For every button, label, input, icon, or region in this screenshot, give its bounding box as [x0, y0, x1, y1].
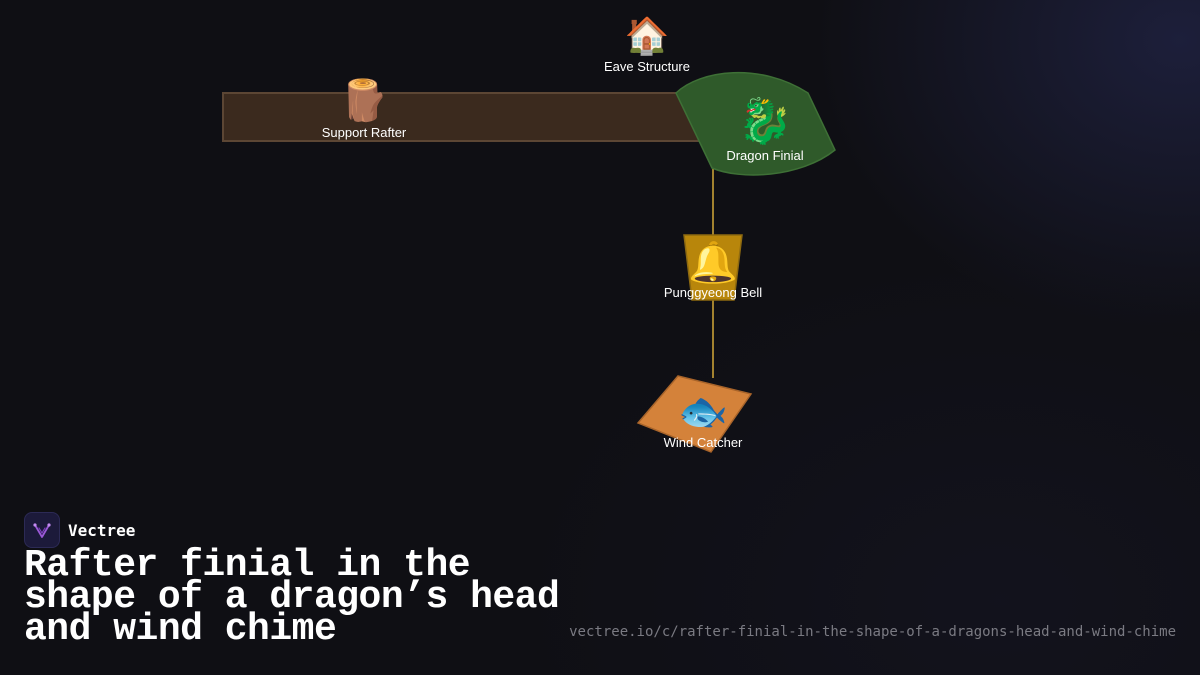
brand[interactable]: Vectree: [24, 512, 135, 548]
node-label-support-rafter: Support Rafter: [322, 125, 407, 140]
node-dragon-finial[interactable]: 🐉 Dragon Finial: [726, 96, 803, 163]
vectree-logo-icon: [24, 512, 60, 548]
node-label-dragon-finial: Dragon Finial: [726, 148, 803, 163]
bell-icon: 🔔: [688, 240, 738, 286]
brand-name: Vectree: [68, 520, 136, 540]
dragon-icon: 🐉: [738, 96, 793, 147]
page-url[interactable]: vectree.io/c/rafter-finial-in-the-shape-…: [569, 624, 1176, 640]
house-icon: 🏠: [625, 16, 670, 57]
node-wind-catcher[interactable]: 🐟 Wind Catcher: [664, 389, 743, 450]
wind-catcher-shape[interactable]: [636, 375, 753, 453]
punggyeong-bell-shape[interactable]: [683, 234, 743, 301]
fish-icon: 🐟: [678, 389, 728, 435]
wood-log-icon: 🪵: [339, 77, 389, 124]
support-rafter-shape[interactable]: [222, 92, 704, 142]
page-title: Rafter finial in the shape of a dragon’s…: [24, 544, 560, 651]
dragon-finial-shape[interactable]: [675, 71, 836, 176]
node-label-eave-structure: Eave Structure: [604, 59, 690, 74]
node-eave-structure[interactable]: 🏠 Eave Structure: [604, 16, 690, 74]
node-label-wind-catcher: Wind Catcher: [664, 435, 743, 450]
node-support-rafter[interactable]: 🪵 Support Rafter: [322, 77, 407, 140]
node-label-punggyeong-bell: Punggyeong Bell: [664, 285, 762, 300]
node-punggyeong-bell[interactable]: 🔔 Punggyeong Bell: [664, 240, 762, 300]
